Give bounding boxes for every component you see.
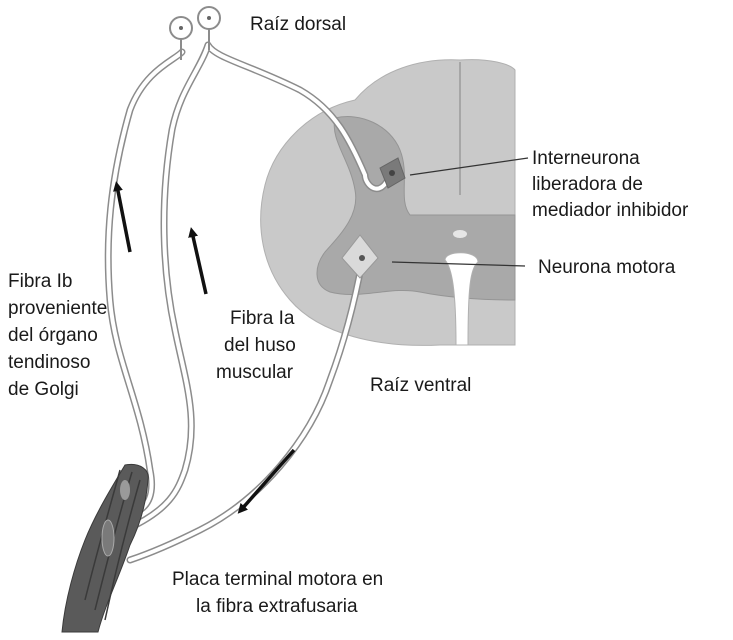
label-neurona-motora: Neurona motora	[538, 257, 676, 278]
label-interneurona: Interneurona liberadora de mediador inhi…	[532, 148, 689, 221]
muscle-spindle-icon	[102, 520, 114, 556]
central-canal	[453, 230, 467, 238]
muscle	[62, 464, 148, 632]
label-fibra-ib: Fibra Ib proveniente del órgano tendinos…	[8, 271, 113, 400]
spinal-cord-section	[261, 60, 515, 346]
arrow-up-icon	[117, 186, 130, 252]
label-raiz-dorsal: Raíz dorsal	[250, 14, 346, 35]
arrow-up-icon	[192, 232, 206, 294]
label-raiz-ventral: Raíz ventral	[370, 375, 471, 396]
arrow-down-icon	[241, 450, 294, 510]
golgi-tendon-organ-icon	[120, 480, 130, 500]
label-fibra-ia: Fibra Ia del huso muscular	[216, 308, 301, 383]
label-placa-terminal: Placa terminal motora en la fibra extraf…	[172, 569, 389, 617]
